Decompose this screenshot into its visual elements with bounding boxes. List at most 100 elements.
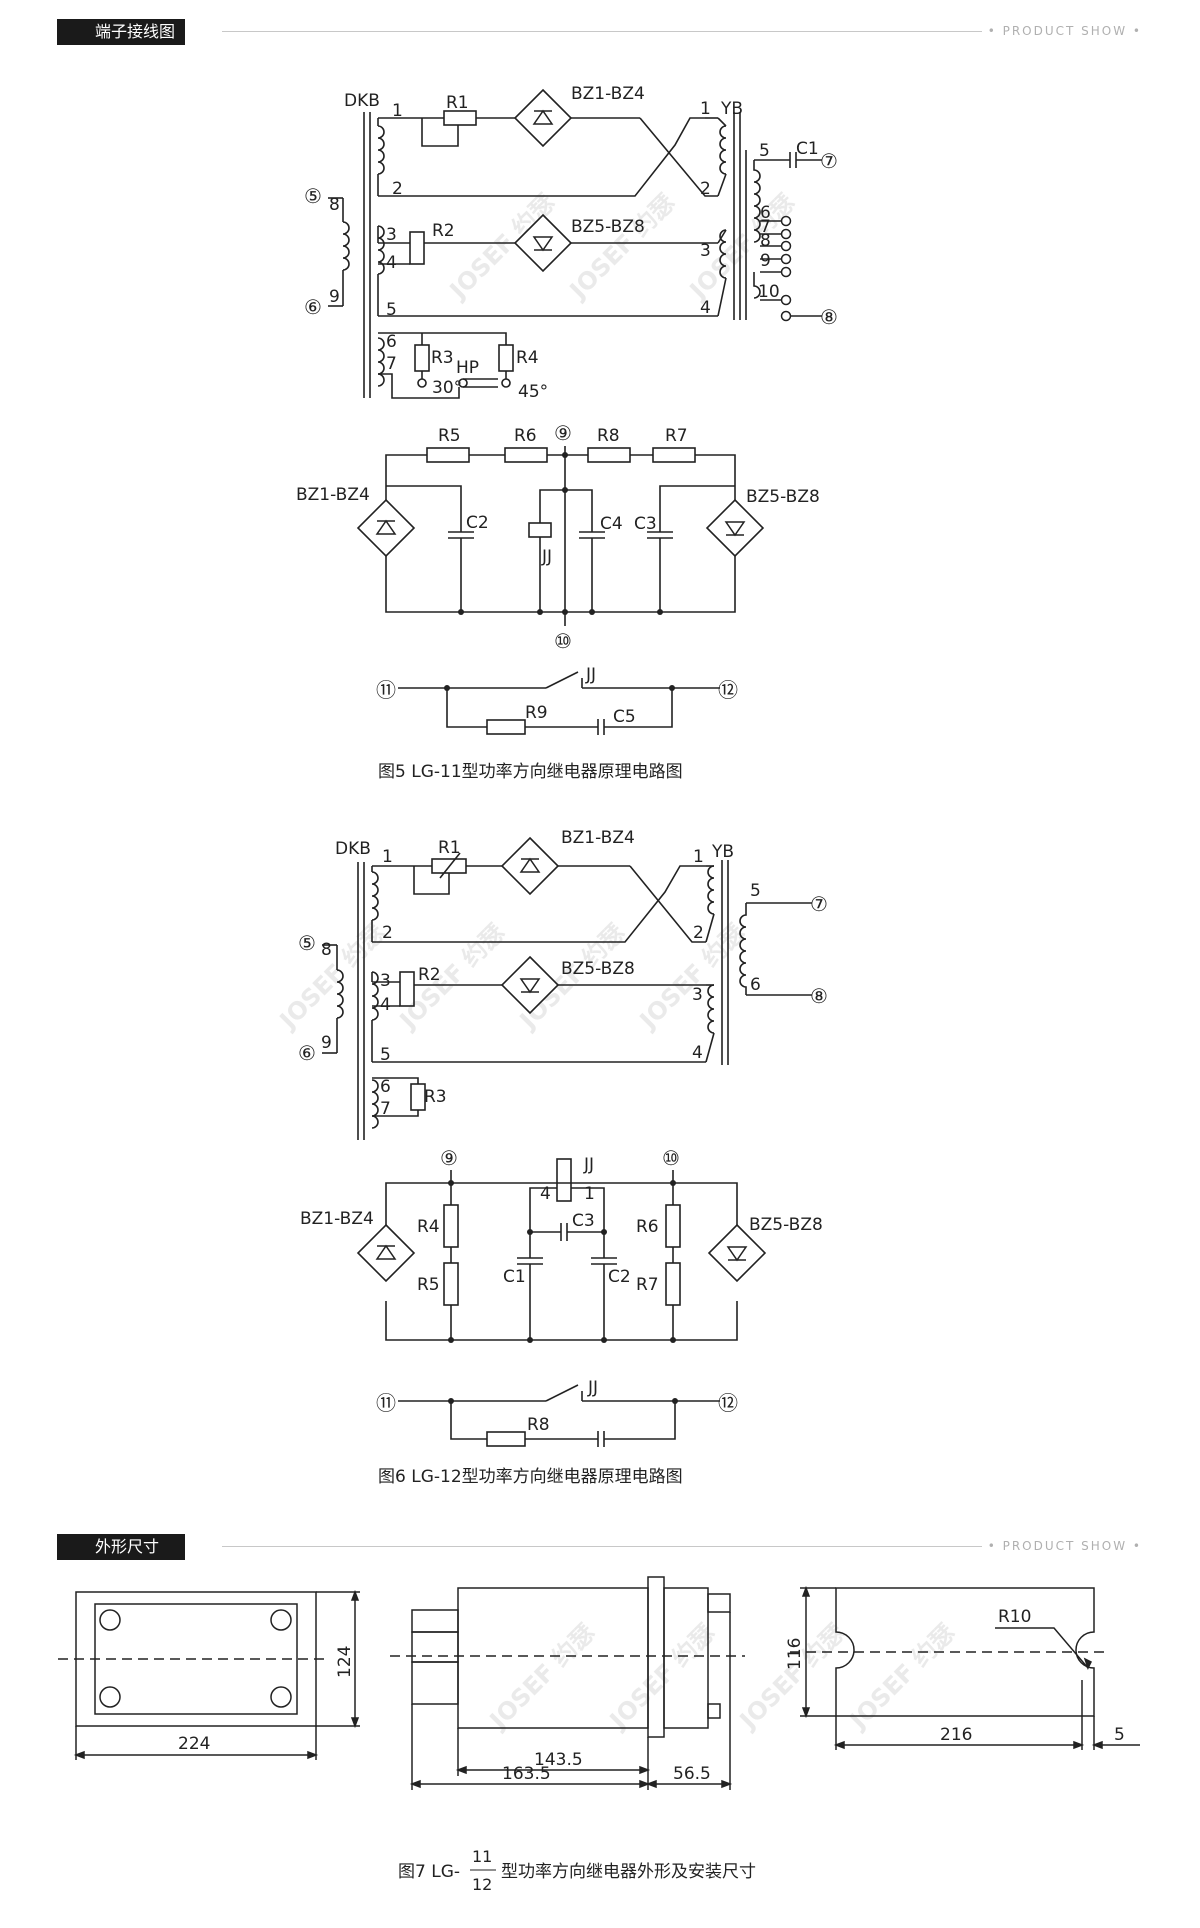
svg-text:9: 9	[321, 1033, 332, 1053]
svg-text:216: 216	[940, 1725, 972, 1745]
svg-text:2: 2	[693, 923, 704, 943]
svg-text:R6: R6	[636, 1217, 659, 1237]
svg-text:1: 1	[700, 99, 711, 119]
svg-text:⑤: ⑤	[298, 931, 316, 955]
svg-text:R1: R1	[438, 838, 461, 858]
svg-text:JJ: JJ	[585, 665, 596, 685]
figure-6-output-circuit	[398, 1384, 720, 1447]
svg-text:R3: R3	[424, 1087, 447, 1107]
svg-text:JOSEF 约瑟: JOSEF 约瑟	[603, 1618, 720, 1735]
svg-text:R4: R4	[417, 1217, 440, 1237]
figure-5-terminals	[780, 215, 792, 322]
svg-text:45°: 45°	[518, 382, 548, 402]
svg-text:JJ: JJ	[587, 1378, 598, 1398]
svg-text:3: 3	[692, 985, 703, 1005]
section-title-wiring: 端子接线图	[57, 19, 185, 45]
svg-text:图6 LG-12型功率方向继电器原理电路图: 图6 LG-12型功率方向继电器原理电路图	[378, 1467, 683, 1487]
svg-text:R6: R6	[514, 426, 537, 446]
bridge-bz1-bz4	[357, 499, 415, 557]
svg-text:YB: YB	[711, 842, 734, 862]
svg-text:图7 LG-: 图7 LG-	[398, 1862, 460, 1882]
svg-text:BZ5-BZ8: BZ5-BZ8	[571, 217, 645, 237]
svg-text:2: 2	[392, 179, 403, 199]
svg-text:8: 8	[321, 940, 332, 960]
svg-text:⑫: ⑫	[718, 678, 738, 702]
svg-text:⑧: ⑧	[820, 305, 838, 329]
svg-text:6: 6	[760, 203, 771, 223]
svg-text:⑫: ⑫	[718, 1391, 738, 1415]
svg-text:R1: R1	[446, 93, 469, 113]
figure-6-comparison-circuit	[385, 1158, 738, 1341]
svg-text:⑤: ⑤	[304, 184, 322, 208]
section-divider	[222, 31, 1148, 32]
svg-text:C2: C2	[466, 513, 489, 533]
figure-5-comparison-circuit	[385, 446, 736, 626]
svg-text:1: 1	[392, 101, 403, 121]
svg-text:6: 6	[386, 332, 397, 352]
svg-text:R4: R4	[516, 348, 539, 368]
svg-text:116: 116	[785, 1638, 805, 1670]
svg-text:5: 5	[759, 141, 770, 161]
bridge-bz1-bz4	[357, 1224, 415, 1282]
junction-dots	[458, 452, 663, 615]
svg-text:3: 3	[380, 971, 391, 991]
svg-text:JOSEF 约瑟: JOSEF 约瑟	[483, 1618, 600, 1735]
svg-text:BZ5-BZ8: BZ5-BZ8	[561, 959, 635, 979]
figure-6-labels: DKB 1 2 R1 BZ1-BZ4 1 YB 2 5 6 3 4 5 R2 B…	[298, 828, 828, 1487]
svg-text:JJ: JJ	[583, 1155, 594, 1175]
svg-text:BZ1-BZ4: BZ1-BZ4	[571, 84, 645, 104]
svg-text:8: 8	[329, 195, 340, 215]
svg-text:DKB: DKB	[344, 91, 380, 111]
svg-text:BZ5-BZ8: BZ5-BZ8	[746, 487, 820, 507]
svg-text:R3: R3	[431, 348, 454, 368]
svg-text:163.5: 163.5	[502, 1764, 551, 1784]
svg-text:2: 2	[700, 179, 711, 199]
svg-text:⑪: ⑪	[376, 1391, 396, 1415]
figure-6-schematic	[322, 852, 812, 1140]
svg-text:R8: R8	[597, 426, 620, 446]
svg-text:9: 9	[329, 287, 340, 307]
svg-text:BZ1-BZ4: BZ1-BZ4	[296, 485, 370, 505]
svg-text:R9: R9	[525, 703, 548, 723]
bridge-bz1-bz4	[501, 837, 559, 895]
svg-text:⑩: ⑩	[554, 629, 572, 653]
svg-text:JJ: JJ	[541, 547, 552, 567]
figure-5-labels: DKB 1 2 R1 BZ1-BZ4 1 YB 2 5 C1 3 4 5 R2 …	[296, 84, 838, 782]
svg-text:5: 5	[386, 300, 397, 320]
svg-text:8: 8	[760, 231, 771, 251]
svg-text:1: 1	[584, 1184, 595, 1204]
product-show-tag: • PRODUCT SHOW •	[981, 1539, 1148, 1553]
svg-text:YB: YB	[720, 99, 743, 119]
figure-5-output-circuit	[398, 671, 720, 735]
section-divider	[222, 1546, 1148, 1547]
svg-text:5: 5	[750, 881, 761, 901]
svg-text:4: 4	[386, 253, 397, 273]
section-title-dimensions: 外形尺寸	[57, 1534, 185, 1560]
svg-text:56.5: 56.5	[673, 1764, 711, 1784]
svg-text:5: 5	[1114, 1725, 1125, 1745]
svg-text:型功率方向继电器外形及安装尺寸: 型功率方向继电器外形及安装尺寸	[501, 1862, 756, 1882]
svg-text:⑧: ⑧	[810, 984, 828, 1008]
svg-text:⑦: ⑦	[820, 149, 838, 173]
svg-text:JOSEF 约瑟: JOSEF 约瑟	[733, 1618, 850, 1735]
svg-text:C4: C4	[600, 514, 623, 534]
junction-dots	[448, 1398, 678, 1404]
bridge-bz1-bz4	[514, 89, 572, 147]
svg-text:3: 3	[700, 241, 711, 261]
figure-5-schematic	[328, 110, 822, 399]
bridge-bz5-bz8	[706, 499, 764, 557]
svg-text:143.5: 143.5	[534, 1750, 583, 1770]
svg-text:⑪: ⑪	[376, 678, 396, 702]
svg-text:C1: C1	[503, 1267, 526, 1287]
svg-text:BZ5-BZ8: BZ5-BZ8	[749, 1215, 823, 1235]
svg-text:30°: 30°	[432, 378, 462, 398]
svg-text:R7: R7	[665, 426, 688, 446]
svg-text:R10: R10	[998, 1607, 1031, 1627]
svg-text:R8: R8	[527, 1415, 550, 1435]
svg-text:6: 6	[380, 1077, 391, 1097]
junction-dots	[448, 1180, 676, 1343]
svg-text:⑦: ⑦	[810, 892, 828, 916]
svg-text:6: 6	[750, 975, 761, 995]
svg-text:HP: HP	[456, 358, 479, 378]
svg-text:5: 5	[380, 1045, 391, 1065]
